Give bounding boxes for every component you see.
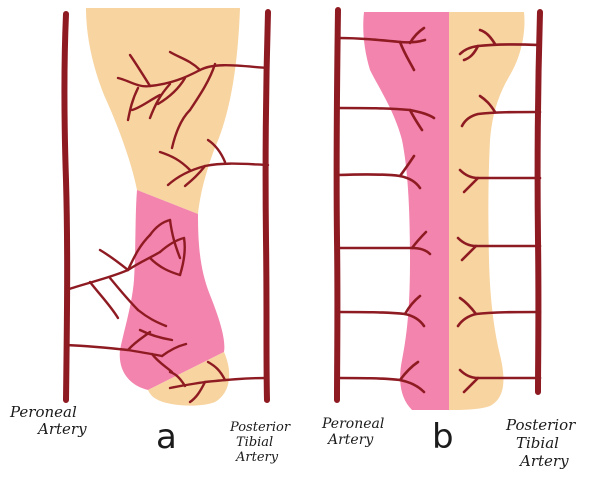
panel-a-posterior-tibial-artery-vessel <box>266 12 268 400</box>
panel-a-illustration <box>65 8 269 406</box>
panel-a-posterior-tibial-artery-label-line1: Posterior <box>230 420 290 435</box>
panel-a-peroneal-artery-label-line2: Artery <box>10 421 87 438</box>
panel-a-letter: a <box>156 420 177 454</box>
panel-a-skin-flap <box>86 8 240 214</box>
panel-b-posterior-tibial-artery-label-line3: Artery <box>506 452 575 470</box>
panel-b-posterior-tibial-artery-vessel <box>538 12 540 392</box>
panel-a-peroneal-artery-vessel <box>65 14 68 400</box>
panel-b-posterior-tibial-artery-label-line1: Posterior <box>506 416 575 434</box>
panel-b-skin-flap <box>449 12 524 410</box>
panel-a-posterior-tibial-artery-label-line3: Artery <box>230 450 290 465</box>
panel-a-posterior-tibial-artery-label-line2: Tibial <box>230 435 290 450</box>
panel-b-muscle-flap <box>363 12 449 410</box>
panel-b-posterior-tibial-artery-label: Posterior Tibial Artery <box>506 416 575 470</box>
panel-b-posterior-tibial-artery-label-line2: Tibial <box>506 434 575 452</box>
panel-a-peroneal-artery-label-line1: Peroneal <box>10 404 87 421</box>
panel-a-posterior-tibial-artery-label: Posterior Tibial Artery <box>230 420 290 465</box>
panel-b-peroneal-artery-vessel <box>337 10 338 400</box>
panel-b-peroneal-artery-label-line2: Artery <box>322 432 384 448</box>
panel-b-peroneal-artery-label-line1: Peroneal <box>322 416 384 432</box>
panel-b-peroneal-artery-label: Peroneal Artery <box>322 416 384 448</box>
panel-b-letter: b <box>432 420 454 454</box>
panel-a-peroneal-artery-label: Peroneal Artery <box>10 404 87 438</box>
panel-b-illustration <box>337 10 540 410</box>
